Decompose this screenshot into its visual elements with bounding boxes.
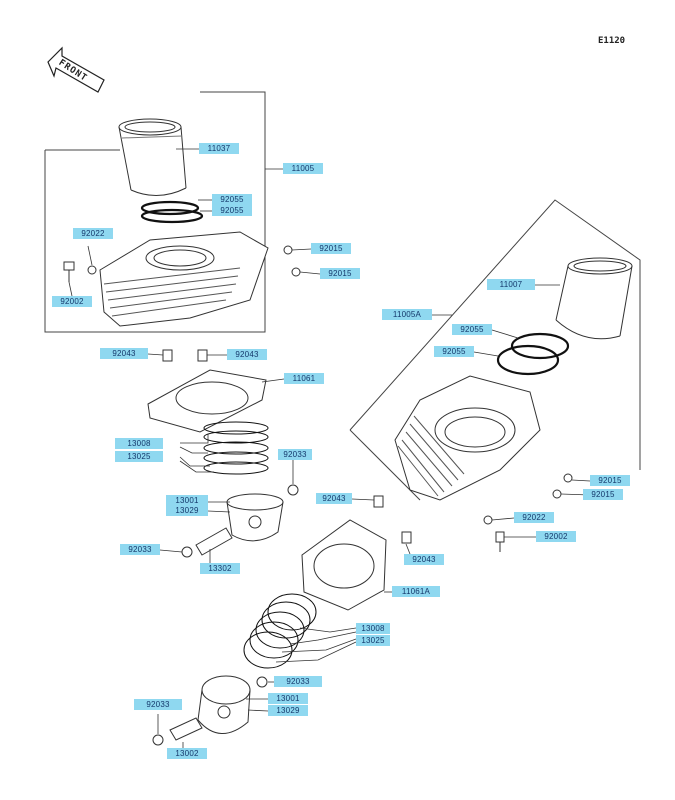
piston-pin-lower — [152, 676, 268, 746]
part-label-92043[interactable]: 92043 — [227, 349, 267, 360]
part-label-13302[interactable]: 13302 — [200, 563, 240, 574]
o-rings-upper — [140, 200, 204, 224]
part-label-11005[interactable]: 11005 — [283, 163, 323, 174]
cylinder-sleeve-lower — [555, 257, 633, 340]
part-label-92015[interactable]: 92015 — [590, 475, 630, 486]
front-arrow-icon — [47, 46, 105, 93]
part-label-92015[interactable]: 92015 — [320, 268, 360, 279]
part-label-11007[interactable]: 11007 — [487, 279, 535, 290]
piston-upper — [226, 493, 284, 542]
part-label-92022[interactable]: 92022 — [514, 512, 554, 523]
leader-lines — [68, 148, 591, 748]
part-label-92055[interactable]: 92055 — [452, 324, 492, 335]
part-label-92022[interactable]: 92022 — [73, 228, 113, 239]
part-label-13025[interactable]: 13025 — [356, 635, 390, 646]
piston-rings-lower — [243, 593, 317, 669]
part-label-92015[interactable]: 92015 — [583, 489, 623, 500]
base-gasket-upper — [147, 369, 267, 433]
diagram-code: E1120 — [598, 36, 626, 46]
base-gasket-lower — [301, 519, 387, 611]
part-label-92033[interactable]: 92033 — [274, 676, 322, 687]
part-label-13002[interactable]: 13002 — [167, 748, 207, 759]
part-label-92055[interactable]: 92055 — [212, 205, 252, 216]
part-label-13008[interactable]: 13008 — [356, 623, 390, 634]
cylinder-sleeve-upper — [118, 118, 187, 196]
piston-lower — [197, 675, 251, 734]
cylinder-block-upper — [99, 231, 269, 327]
part-label-13029[interactable]: 13029 — [166, 505, 208, 516]
part-label-92043[interactable]: 92043 — [404, 554, 444, 565]
part-label-92043[interactable]: 92043 — [100, 348, 148, 359]
part-label-92043[interactable]: 92043 — [316, 493, 352, 504]
part-label-11037[interactable]: 11037 — [199, 143, 239, 154]
part-label-13025[interactable]: 13025 — [115, 451, 163, 462]
part-label-92033[interactable]: 92033 — [120, 544, 160, 555]
o-rings-lower — [496, 332, 570, 376]
part-label-11005A[interactable]: 11005A — [382, 309, 432, 320]
cylinder-block-lower — [394, 375, 541, 501]
rear-cylinder-frame — [44, 91, 266, 333]
part-label-92002[interactable]: 92002 — [52, 296, 92, 307]
part-label-11061[interactable]: 11061 — [284, 373, 324, 384]
front-cylinder-frame — [349, 199, 641, 470]
part-label-13001[interactable]: 13001 — [268, 693, 308, 704]
piston-rings-upper — [203, 421, 269, 475]
part-label-13008[interactable]: 13008 — [115, 438, 163, 449]
part-label-92002[interactable]: 92002 — [536, 531, 576, 542]
part-label-13029[interactable]: 13029 — [268, 705, 308, 716]
part-label-92055[interactable]: 92055 — [434, 346, 474, 357]
dowel-pins-lower — [373, 495, 412, 544]
dowel-pins-upper — [162, 349, 208, 362]
part-label-92033[interactable]: 92033 — [134, 699, 182, 710]
part-label-92015[interactable]: 92015 — [311, 243, 351, 254]
part-label-13001[interactable]: 13001 — [166, 495, 208, 506]
part-label-92055[interactable]: 92055 — [212, 194, 252, 205]
part-label-11061A[interactable]: 11061A — [392, 586, 440, 597]
part-label-92033[interactable]: 92033 — [278, 449, 312, 460]
